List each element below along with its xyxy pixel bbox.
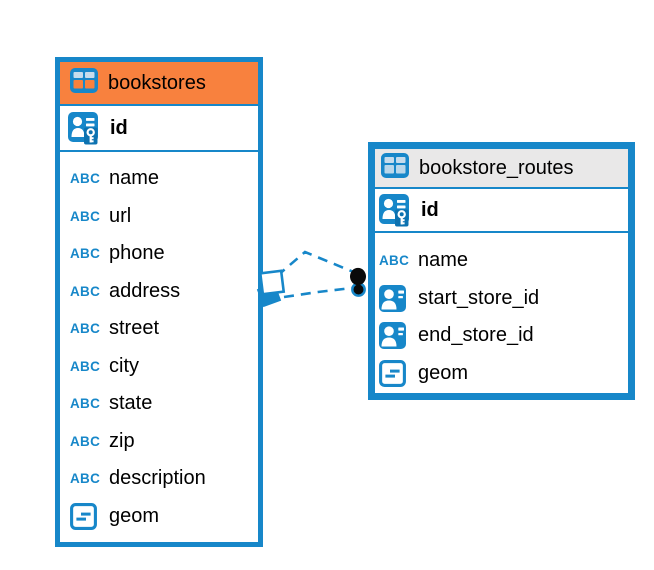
entity-header-bookstores[interactable]: bookstores (60, 62, 258, 106)
entity-bookstore-routes[interactable]: bookstore_routes id ABC name start_store_i… (368, 142, 635, 400)
text-type-icon: ABC (379, 253, 410, 269)
column-row[interactable]: ABC name (70, 160, 258, 198)
text-type-icon: ABC (70, 396, 101, 412)
text-type-icon: ABC (70, 246, 101, 262)
entity-title: bookstores (108, 71, 206, 94)
relation-dot-marker[interactable] (350, 267, 366, 297)
column-label: name (109, 167, 160, 190)
text-type-icon: ABC (70, 433, 101, 449)
primary-key-icon (379, 193, 412, 227)
relation-line-start-store[interactable] (276, 250, 357, 277)
text-type-icon: ABC (70, 321, 101, 337)
column-row[interactable]: geom (379, 355, 628, 393)
primary-key-row[interactable]: id (60, 106, 258, 152)
column-row[interactable]: ABC address (70, 273, 258, 311)
foreign-key-icon (379, 322, 411, 350)
column-row[interactable]: ABC city (70, 348, 258, 386)
column-label: state (109, 392, 153, 415)
column-row[interactable]: ABC zip (70, 423, 258, 461)
column-label: end_store_id (418, 324, 534, 347)
column-label: street (109, 317, 160, 340)
foreign-key-icon (379, 284, 411, 312)
column-label: geom (109, 504, 160, 527)
entity-title: bookstore_routes (419, 156, 574, 179)
column-label: description (109, 467, 206, 490)
column-row[interactable]: ABC street (70, 310, 258, 348)
table-icon (381, 152, 409, 184)
entity-header-bookstore-routes[interactable]: bookstore_routes (375, 149, 628, 189)
primary-key-label: id (421, 198, 439, 221)
text-type-icon: ABC (70, 471, 101, 487)
table-icon (70, 67, 98, 99)
column-row[interactable]: end_store_id (379, 317, 628, 355)
column-row[interactable]: start_store_id (379, 280, 628, 318)
text-type-icon: ABC (70, 283, 101, 299)
column-row[interactable]: ABC name (379, 242, 628, 280)
column-row[interactable]: geom (70, 498, 258, 536)
column-label: name (418, 249, 469, 272)
column-label: url (109, 204, 132, 227)
text-type-icon: ABC (70, 208, 101, 224)
geometry-type-icon (70, 502, 102, 530)
column-label: city (109, 354, 139, 377)
column-row[interactable]: ABC url (70, 198, 258, 236)
column-label: address (109, 279, 181, 302)
primary-key-row[interactable]: id (375, 189, 628, 233)
column-row[interactable]: ABC state (70, 385, 258, 423)
column-label: zip (109, 429, 135, 452)
primary-key-icon (68, 111, 101, 145)
primary-key-label: id (110, 116, 128, 139)
relation-diamond-marker[interactable] (256, 269, 286, 308)
column-row[interactable]: ABC description (70, 460, 258, 498)
column-label: start_store_id (418, 286, 540, 309)
text-type-icon: ABC (70, 358, 101, 374)
column-row[interactable]: ABC phone (70, 235, 258, 273)
geometry-type-icon (379, 359, 411, 387)
text-type-icon: ABC (70, 171, 101, 187)
relation-line-end-store[interactable] (283, 286, 353, 299)
column-label: phone (109, 242, 165, 265)
column-label: geom (418, 361, 469, 384)
